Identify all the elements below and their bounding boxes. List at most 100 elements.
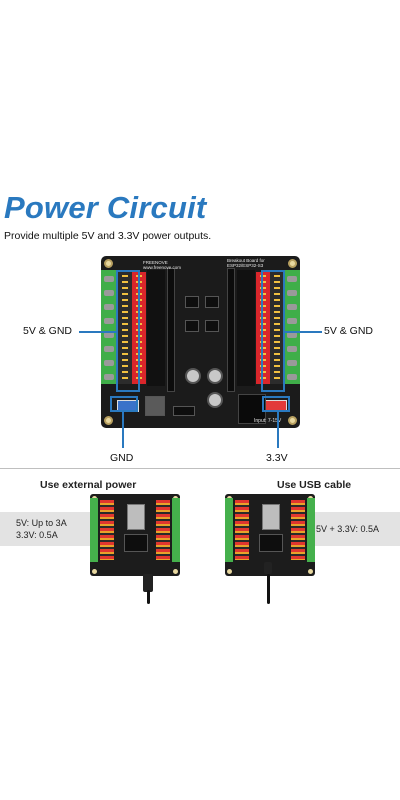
socket-left xyxy=(167,268,175,392)
header-pin xyxy=(122,299,128,301)
terminal-block-right xyxy=(284,270,300,384)
ic-chip xyxy=(185,320,199,332)
inductor xyxy=(145,396,165,416)
header-pin xyxy=(122,347,128,349)
header-pin xyxy=(122,311,128,313)
header-pin xyxy=(274,359,280,361)
header-pin xyxy=(122,305,128,307)
leader-line-gnd xyxy=(122,412,124,448)
header-pin xyxy=(274,347,280,349)
header-pin xyxy=(260,353,266,355)
header-pin xyxy=(260,365,266,367)
header-pin xyxy=(122,329,128,331)
page-title: Power Circuit xyxy=(4,190,207,225)
gnd-header-left xyxy=(118,272,132,384)
header-pin xyxy=(260,359,266,361)
header-pin xyxy=(260,323,266,325)
usb-power-specs: 5V + 3.3V: 0.5A xyxy=(312,512,400,546)
header-pin xyxy=(122,335,128,337)
ic-chip xyxy=(205,296,219,308)
board-website: www.freenove.com xyxy=(143,265,182,270)
header-pin xyxy=(122,365,128,367)
header-pin xyxy=(260,347,266,349)
mounting-hole xyxy=(104,259,113,268)
header-pin xyxy=(274,287,280,289)
header-pin xyxy=(122,287,128,289)
board-external-power-image xyxy=(90,494,180,576)
header-pin xyxy=(122,293,128,295)
capacitor xyxy=(207,368,223,384)
5v-header-right xyxy=(256,272,270,384)
pin-labels-left xyxy=(147,270,165,386)
header-pin xyxy=(260,371,266,373)
highlight-3v3 xyxy=(262,396,290,412)
external-power-specs: 5V: Up to 3A 3.3V: 0.5A xyxy=(0,512,90,546)
header-pin xyxy=(274,275,280,277)
usb-plug-icon xyxy=(264,562,272,574)
heading-usb-cable: Use USB cable xyxy=(277,479,352,491)
dc-plug-icon xyxy=(143,574,153,592)
board-name-line1: Breakout Board for xyxy=(227,258,265,263)
header-pin xyxy=(122,341,128,343)
header-pin xyxy=(122,353,128,355)
external-5v-spec: 5V: Up to 3A xyxy=(16,518,67,528)
header-pin xyxy=(260,341,266,343)
label-5v-gnd-left: 5V & GND xyxy=(23,325,73,337)
header-pin xyxy=(122,275,128,277)
board-name-line2: ESP32/ESP32-S3 xyxy=(227,263,264,268)
header-pin xyxy=(274,371,280,373)
breakout-board-image: FREENOVE www.freenove.com Breakout Board… xyxy=(101,256,300,428)
header-pin xyxy=(274,317,280,319)
label-5v-gnd-right: 5V & GND xyxy=(324,325,374,337)
header-pin xyxy=(260,311,266,313)
header-pin xyxy=(260,305,266,307)
leader-line-3v3 xyxy=(277,412,279,448)
highlight-5v-gnd-left xyxy=(116,270,140,392)
capacitor xyxy=(185,368,201,384)
header-pin xyxy=(260,335,266,337)
header-pin xyxy=(260,329,266,331)
header-pin xyxy=(260,377,266,379)
leader-line-right xyxy=(285,331,322,333)
header-pin xyxy=(260,281,266,283)
input-voltage-label: Input: 7-15V xyxy=(254,418,282,424)
header-pin xyxy=(274,353,280,355)
gnd-header-right xyxy=(270,272,284,384)
page-subtitle: Provide multiple 5V and 3.3V power outpu… xyxy=(4,230,212,242)
header-pin xyxy=(260,287,266,289)
header-pin xyxy=(122,317,128,319)
pin-labels-right xyxy=(237,270,255,386)
socket-right xyxy=(227,268,235,392)
header-pin xyxy=(274,335,280,337)
highlight-5v-gnd-right xyxy=(261,270,285,392)
external-3v3-spec: 3.3V: 0.5A xyxy=(16,530,58,540)
header-pin xyxy=(274,281,280,283)
header-pin xyxy=(274,341,280,343)
header-pin xyxy=(274,311,280,313)
header-pin xyxy=(260,317,266,319)
board-brand: FREENOVE xyxy=(143,260,168,265)
header-pin xyxy=(122,281,128,283)
header-pin xyxy=(260,275,266,277)
dc-power-jack xyxy=(238,394,266,424)
header-pin xyxy=(274,329,280,331)
mounting-hole xyxy=(104,416,113,425)
mounting-hole xyxy=(288,416,297,425)
capacitor xyxy=(207,392,223,408)
section-divider xyxy=(0,468,400,469)
header-pin xyxy=(274,305,280,307)
header-pin xyxy=(274,323,280,325)
highlight-gnd xyxy=(110,396,138,412)
header-pin xyxy=(122,359,128,361)
header-pin xyxy=(274,299,280,301)
header-pin xyxy=(274,377,280,379)
header-pin xyxy=(260,293,266,295)
heading-external-power: Use external power xyxy=(40,479,137,491)
terminal-block-left xyxy=(101,270,117,384)
label-3v3: 3.3V xyxy=(266,452,288,464)
mounting-hole xyxy=(288,259,297,268)
leader-line-left xyxy=(79,331,116,333)
header-pin xyxy=(122,377,128,379)
header-pin xyxy=(122,371,128,373)
ic-chip xyxy=(205,320,219,332)
